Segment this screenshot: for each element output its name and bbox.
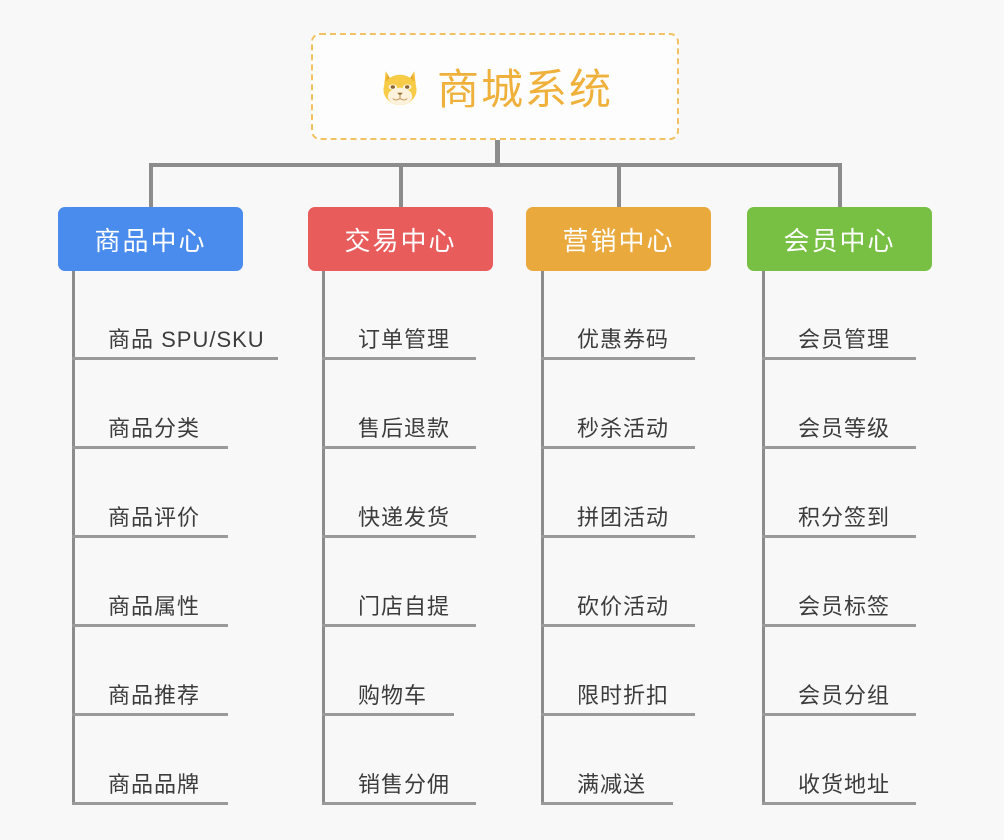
branch-trunk-4	[762, 271, 765, 805]
leaf-underline	[762, 357, 916, 360]
root-title: 商城系统	[436, 66, 613, 113]
leaf-label: 商品 SPU/SKU	[108, 327, 265, 352]
leaf-row[interactable]: 会员标签	[762, 538, 972, 627]
leaf-underline	[541, 357, 695, 360]
branch-trunk-2	[322, 271, 325, 805]
leaf-label: 商品属性	[108, 594, 201, 619]
leaf-underline	[762, 802, 916, 805]
leaf-label: 会员标签	[798, 594, 891, 619]
leaf-underline	[541, 624, 695, 627]
leaf-row[interactable]: 满减送	[541, 716, 751, 805]
shiba-dog-face-icon	[377, 64, 423, 110]
leaf-label: 商品分类	[108, 416, 201, 441]
leaf-label: 拼团活动	[577, 505, 670, 530]
category-box-1[interactable]: 商品中心	[58, 207, 243, 271]
leaf-row[interactable]: 会员分组	[762, 627, 972, 716]
connector-root-stem	[495, 140, 500, 165]
category-box-3[interactable]: 营销中心	[526, 207, 711, 271]
leaf-row[interactable]: 购物车	[322, 627, 532, 716]
leaf-row[interactable]: 商品评价	[72, 449, 282, 538]
leaf-row[interactable]: 收货地址	[762, 716, 972, 805]
leaf-label: 门店自提	[358, 594, 451, 619]
branch-column-3: 优惠券码 秒杀活动 拼团活动 砍价活动 限时折扣 满减送	[541, 271, 751, 805]
leaf-row[interactable]: 商品 SPU/SKU	[72, 271, 282, 360]
leaf-label: 会员等级	[798, 416, 891, 441]
leaf-row[interactable]: 限时折扣	[541, 627, 751, 716]
leaf-row[interactable]: 会员等级	[762, 360, 972, 449]
branch-column-2: 订单管理 售后退款 快递发货 门店自提 购物车 销售分佣	[322, 271, 532, 805]
leaf-label: 满减送	[577, 772, 647, 797]
leaf-underline	[72, 624, 228, 627]
leaf-underline	[541, 713, 695, 716]
connector-drop-2	[399, 163, 403, 209]
leaf-label: 购物车	[358, 683, 428, 708]
connector-drop-1	[149, 163, 153, 209]
leaf-underline	[72, 713, 228, 716]
branch-trunk-3	[541, 271, 544, 805]
connector-horizontal-bar	[150, 163, 842, 167]
root-node[interactable]: 商城系统	[311, 33, 679, 140]
leaf-row[interactable]: 售后退款	[322, 360, 532, 449]
leaf-underline	[762, 624, 916, 627]
leaf-label: 商品评价	[108, 505, 201, 530]
leaf-underline	[762, 446, 916, 449]
leaf-underline	[322, 357, 476, 360]
leaf-underline	[762, 535, 916, 538]
leaf-underline	[322, 713, 454, 716]
leaf-row[interactable]: 门店自提	[322, 538, 532, 627]
leaf-label: 订单管理	[358, 327, 451, 352]
leaf-label: 会员管理	[798, 327, 891, 352]
leaf-label: 会员分组	[798, 683, 891, 708]
category-label-4: 会员中心	[783, 225, 896, 256]
leaf-label: 商品推荐	[108, 683, 201, 708]
leaf-label: 优惠券码	[577, 327, 670, 352]
leaf-row[interactable]: 会员管理	[762, 271, 972, 360]
category-label-3: 营销中心	[562, 225, 675, 256]
leaf-underline	[322, 446, 476, 449]
leaf-underline	[322, 802, 476, 805]
leaf-label: 砍价活动	[577, 594, 670, 619]
leaf-underline	[322, 624, 476, 627]
branch-column-1: 商品 SPU/SKU 商品分类 商品评价 商品属性 商品推荐 商品品牌	[72, 271, 282, 805]
category-box-4[interactable]: 会员中心	[747, 207, 932, 271]
leaf-row[interactable]: 订单管理	[322, 271, 532, 360]
leaf-label: 售后退款	[358, 416, 451, 441]
leaf-row[interactable]: 砍价活动	[541, 538, 751, 627]
leaf-label: 限时折扣	[577, 683, 670, 708]
leaf-underline	[762, 713, 916, 716]
leaf-row[interactable]: 快递发货	[322, 449, 532, 538]
leaf-row[interactable]: 秒杀活动	[541, 360, 751, 449]
leaf-row[interactable]: 商品品牌	[72, 716, 282, 805]
leaf-underline	[541, 802, 673, 805]
leaf-row[interactable]: 积分签到	[762, 449, 972, 538]
leaf-underline	[72, 802, 228, 805]
category-box-2[interactable]: 交易中心	[308, 207, 493, 271]
leaf-row[interactable]: 拼团活动	[541, 449, 751, 538]
leaf-label: 积分签到	[798, 505, 891, 530]
branch-trunk-1	[72, 271, 75, 805]
leaf-row[interactable]: 商品分类	[72, 360, 282, 449]
leaf-label: 收货地址	[798, 772, 891, 797]
leaf-label: 快递发货	[358, 505, 451, 530]
category-label-1: 商品中心	[94, 225, 207, 256]
leaf-row[interactable]: 销售分佣	[322, 716, 532, 805]
leaf-underline	[541, 446, 695, 449]
connector-drop-4	[838, 163, 842, 209]
leaf-underline	[72, 446, 228, 449]
leaf-label: 秒杀活动	[577, 416, 670, 441]
leaf-underline	[72, 535, 228, 538]
leaf-label: 商品品牌	[108, 772, 201, 797]
leaf-underline	[72, 357, 278, 360]
leaf-row[interactable]: 商品推荐	[72, 627, 282, 716]
leaf-label: 销售分佣	[358, 772, 451, 797]
leaf-underline	[322, 535, 476, 538]
leaf-underline	[541, 535, 695, 538]
category-label-2: 交易中心	[344, 225, 457, 256]
leaf-row[interactable]: 商品属性	[72, 538, 282, 627]
leaf-row[interactable]: 优惠券码	[541, 271, 751, 360]
connector-drop-3	[617, 163, 621, 209]
branch-column-4: 会员管理 会员等级 积分签到 会员标签 会员分组 收货地址	[762, 271, 972, 805]
